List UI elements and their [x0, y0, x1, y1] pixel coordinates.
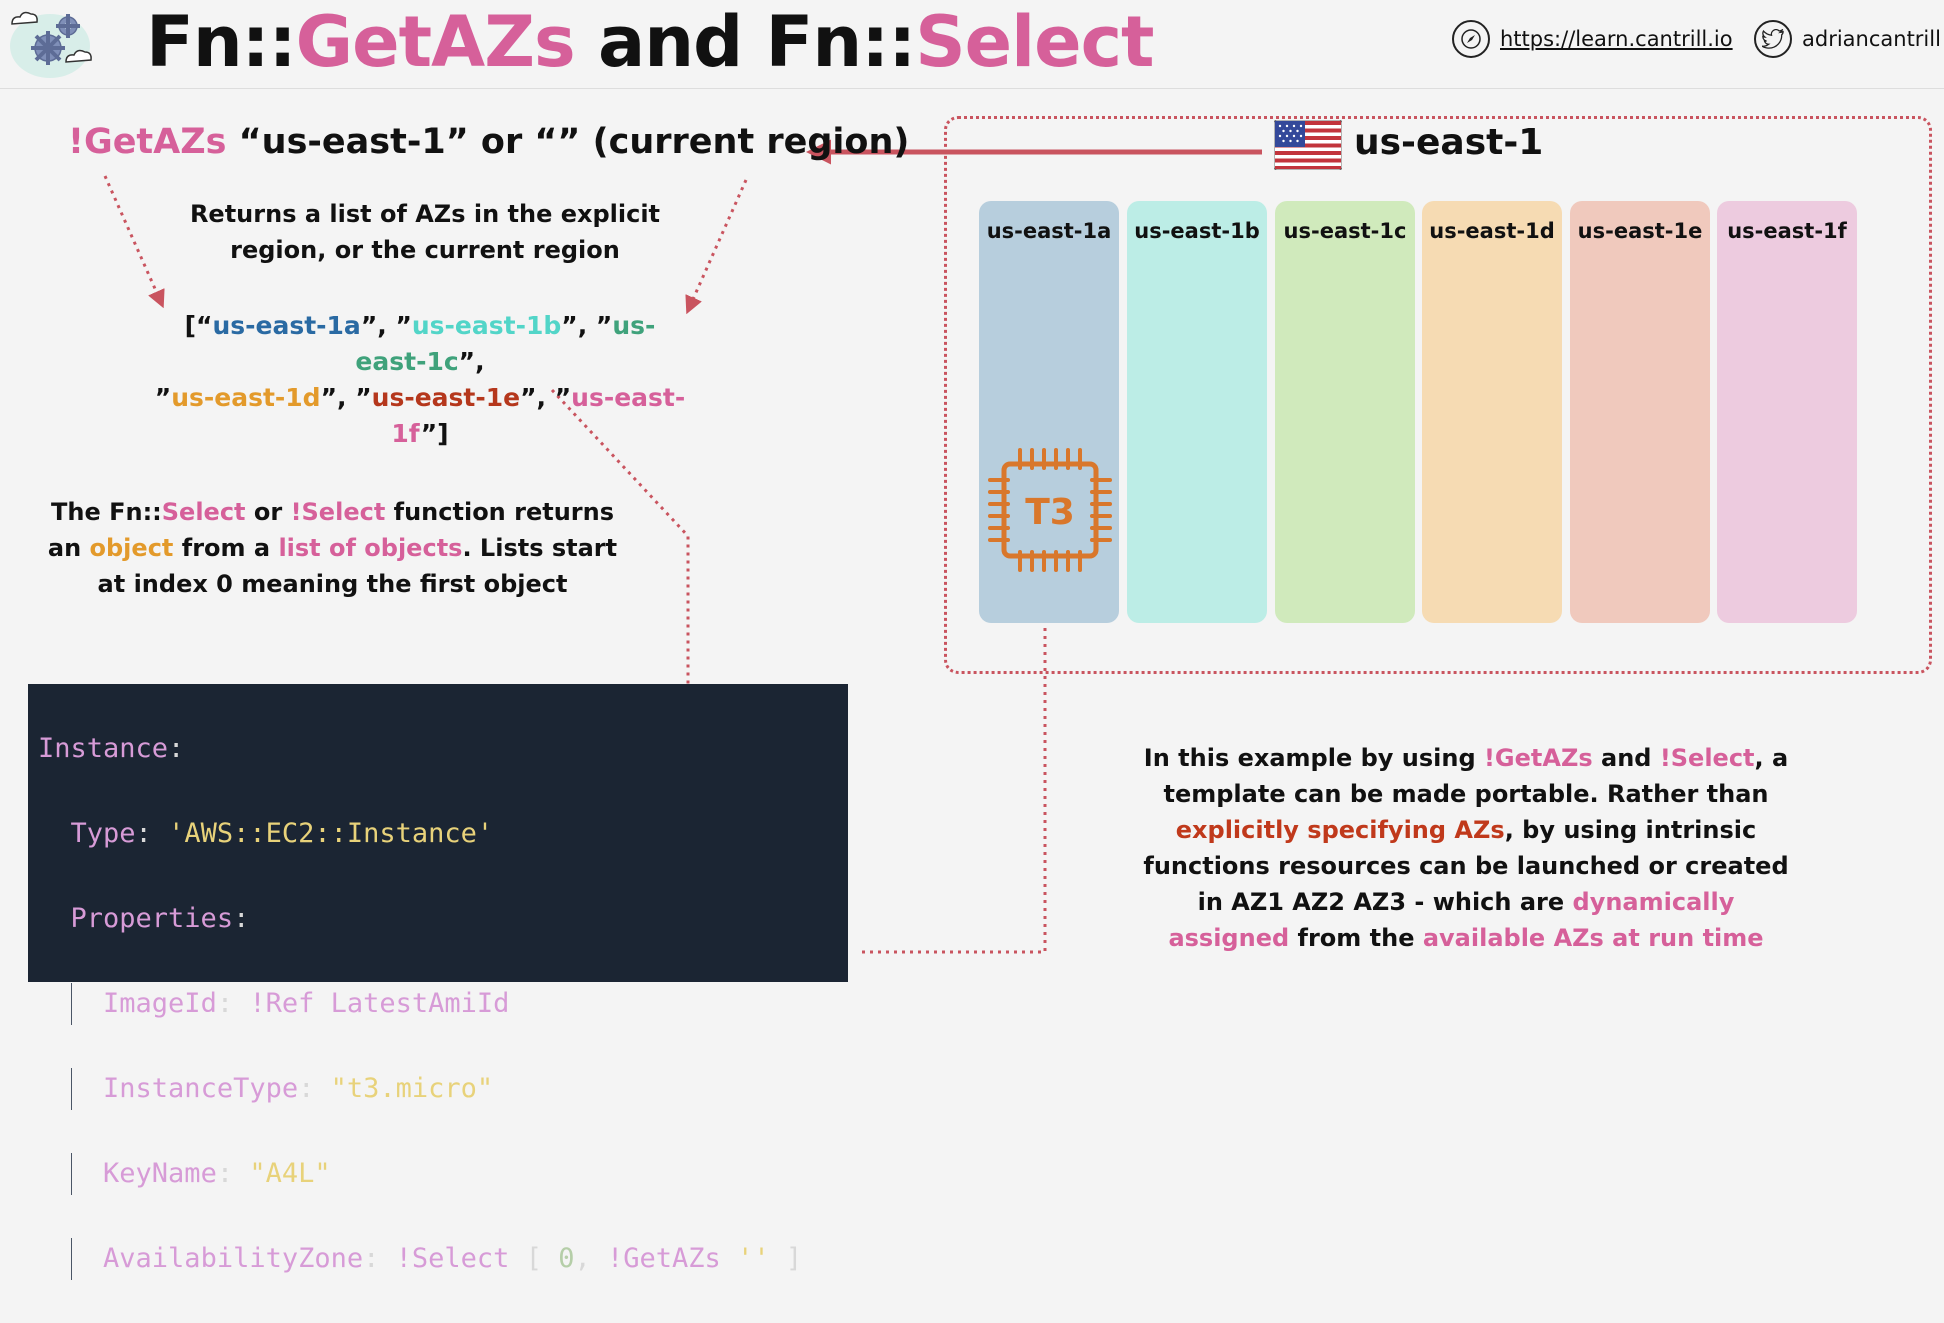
code-line-availabilityzone: AvailabilityZone: !Select [ 0, !GetAZs '… [38, 1237, 848, 1281]
twitter-handle[interactable]: adriancantrill [1754, 20, 1941, 58]
ec2-chip-icon: T3 [988, 448, 1112, 572]
az-column-us-east-1e: us-east-1e [1570, 201, 1710, 623]
getazs-syntax: !GetAZs “us-east-1” or “” (current regio… [68, 122, 910, 162]
region-label: us-east-1 [1354, 122, 1544, 163]
us-flag-icon [1274, 120, 1342, 170]
getazs-to-list-right-arrow [685, 179, 748, 315]
az-label: us-east-1c [1283, 219, 1407, 243]
site-url[interactable]: https://learn.cantrill.io [1500, 27, 1733, 51]
site-link[interactable]: https://learn.cantrill.io [1452, 20, 1733, 58]
az-label: us-east-1b [1134, 219, 1260, 243]
code-line-type: Type: 'AWS::EC2::Instance' [70, 817, 494, 849]
portability-explanation: In this example by using !GetAZs and !Se… [1143, 744, 1789, 952]
twitter-handle-text: adriancantrill [1802, 27, 1941, 51]
az-list: [“us-east-1a”, ”us-east-1b”, ”us-east-1c… [150, 308, 690, 452]
code-line-keyname: KeyName: "A4L" [38, 1152, 848, 1196]
compass-icon [1452, 20, 1490, 58]
getazs-to-list-left-arrow [103, 175, 165, 309]
az-column-us-east-1c: us-east-1c [1275, 201, 1415, 623]
header-divider [0, 88, 1944, 89]
az-label: us-east-1a [986, 219, 1112, 243]
az-list-line-1: [“us-east-1a”, ”us-east-1b”, ”us-east-1c… [184, 311, 656, 376]
az-label: us-east-1e [1577, 219, 1703, 243]
code-line-imageid: ImageId: !Ref LatestAmiId [38, 982, 848, 1026]
code-to-instance-arrow [862, 591, 1054, 954]
page-title: Fn::GetAZs and Fn::Select [146, 1, 1155, 83]
az-label: us-east-1f [1727, 219, 1847, 243]
code-line-instance: Instance: [38, 732, 185, 764]
az-column-us-east-1d: us-east-1d [1422, 201, 1562, 623]
twitter-bird-icon [1754, 20, 1792, 58]
region-boundary [944, 116, 1932, 674]
az-column-us-east-1b: us-east-1b [1127, 201, 1267, 623]
az-label: us-east-1d [1429, 219, 1555, 243]
code-line-instancetype: InstanceType: "t3.micro" [38, 1067, 848, 1111]
code-line-properties: Properties: [70, 902, 250, 934]
az-column-us-east-1f: us-east-1f [1717, 201, 1857, 623]
az-list-line-2: ”us-east-1d”, ”us-east-1e”, ”us-east-1f”… [154, 383, 686, 448]
select-description: The Fn::Select or !Select function retur… [47, 498, 618, 598]
getazs-description: Returns a list of AZs in the explicit re… [189, 200, 661, 264]
gears-cloud-logo-icon [10, 11, 92, 78]
code-block: Instance: Type: 'AWS::EC2::Instance' Pro… [28, 684, 848, 1280]
instance-type-label: T3 [1025, 492, 1075, 533]
